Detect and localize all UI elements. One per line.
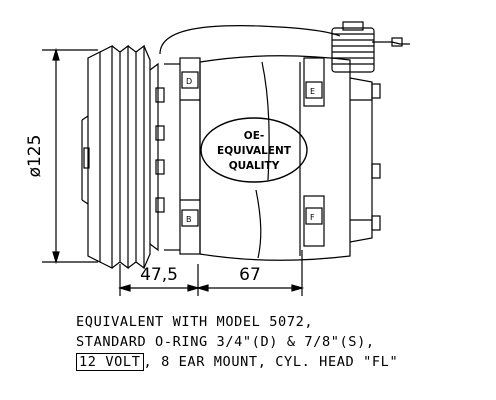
spec-text: EQUIVALENT WITH MODEL 5072, STANDARD O-R… — [76, 312, 486, 372]
diameter-label: ø125 — [25, 135, 45, 178]
port-label-e: E — [310, 87, 315, 96]
voltage-box: 12 VOLT — [76, 353, 144, 371]
compressor-body — [199, 55, 372, 261]
pulley-depth-label: 47,5 — [140, 265, 178, 285]
stamp-ellipse — [200, 117, 308, 183]
front-head — [179, 57, 201, 255]
clutch-wire — [159, 25, 410, 55]
body-length-label: 67 — [239, 265, 261, 285]
wire-spring-coil — [331, 21, 375, 73]
spec-line-1: EQUIVALENT WITH MODEL 5072, — [76, 314, 314, 330]
stamp-line-1: OE- — [244, 130, 264, 142]
length-dimensions — [117, 250, 305, 296]
spec-line-3-rest: , 8 EAR MOUNT, CYL. HEAD "FL" — [143, 354, 399, 370]
spec-line-2: STANDARD O-RING 3/4"(D) & 7/8"(S), — [76, 334, 375, 350]
spec-line-3: 12 VOLT, 8 EAR MOUNT, CYL. HEAD "FL" — [76, 352, 486, 372]
port-label-d: D — [186, 77, 192, 86]
rear-head — [303, 57, 381, 247]
clutch-housing — [149, 62, 180, 252]
port-label-f: F — [310, 213, 315, 222]
pulley — [81, 44, 151, 270]
compressor-drawing: D E B F OE- EQUIVALENT QUALITY ø125 47,5… — [25, 21, 410, 296]
stamp-line-2: EQUIVALENT — [217, 145, 292, 157]
diameter-dimension — [42, 47, 98, 265]
port-label-b: B — [186, 215, 192, 224]
stamp-line-3: QUALITY — [229, 160, 280, 172]
